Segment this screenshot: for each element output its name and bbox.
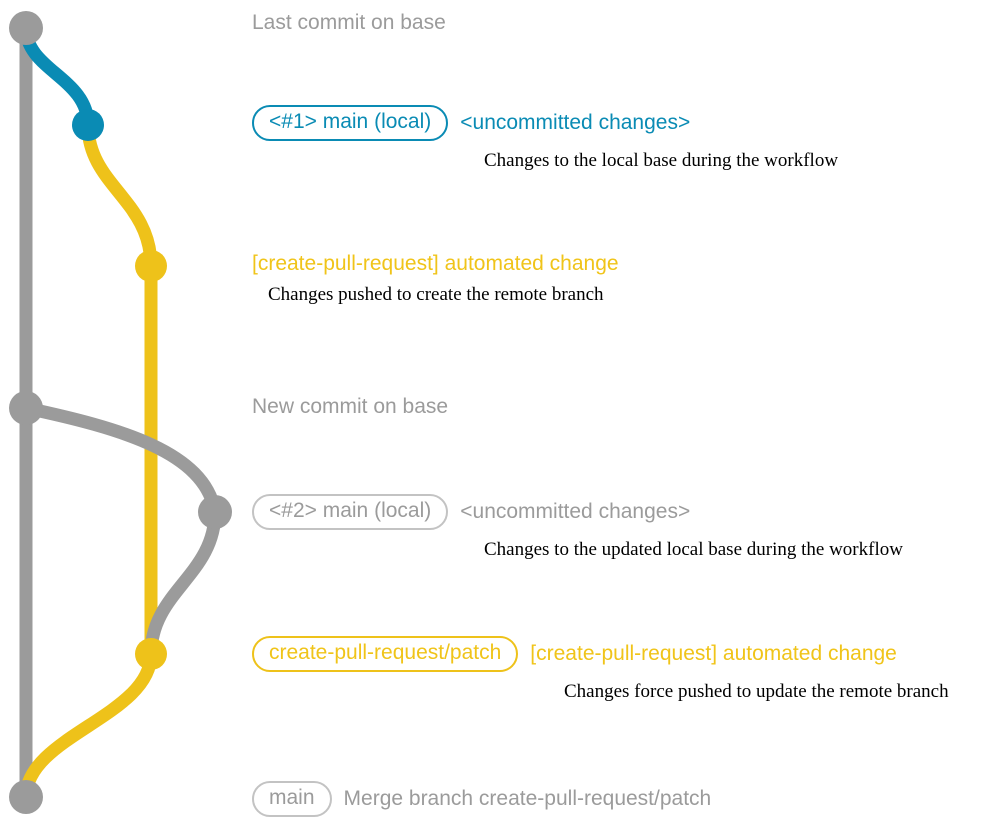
edge-basenew-to-local2 xyxy=(19,401,222,519)
commit-nodes xyxy=(9,11,232,814)
commit-title: [create-pull-request] automated change xyxy=(252,252,619,275)
commit-row: New commit on base xyxy=(252,395,981,418)
commit-description: Changes to the updated local base during… xyxy=(484,539,903,561)
commit-description: Changes force pushed to update the remot… xyxy=(564,681,949,703)
commit-row-line: <#2> main (local) <uncommitted changes> xyxy=(252,494,981,531)
edge-local2-to-remote2 xyxy=(144,505,222,661)
edge-remote2-to-merge xyxy=(19,647,158,804)
commit-description: Changes pushed to create the remote bran… xyxy=(268,284,604,306)
commit-title: Last commit on base xyxy=(252,11,446,34)
commit-subject: [create-pull-request] automated change xyxy=(530,642,897,665)
node-local-2 xyxy=(198,495,232,529)
commit-row-line: New commit on base xyxy=(252,395,981,418)
commit-row-line: main Merge branch create-pull-request/pat… xyxy=(252,781,981,818)
commit-row-line: create-pull-request/patch [create-pull-re… xyxy=(252,636,981,673)
commit-row: Last commit on base xyxy=(252,11,981,34)
node-base-new xyxy=(9,391,43,425)
branch-ref-badge[interactable]: create-pull-request/patch xyxy=(252,636,519,673)
node-local-1 xyxy=(72,109,104,141)
node-remote-2 xyxy=(135,638,167,670)
commit-subject: Merge branch create-pull-request/patch xyxy=(343,787,712,810)
commit-row-line: Last commit on base xyxy=(252,11,981,34)
node-base-merge xyxy=(9,780,43,814)
commit-row: <#1> main (local) <uncommitted changes> Ch… xyxy=(252,105,981,172)
branch-ref-badge[interactable]: main xyxy=(252,781,332,818)
branch-ref-badge[interactable]: <#1> main (local) xyxy=(252,105,449,142)
commit-row: main Merge branch create-pull-request/pat… xyxy=(252,781,981,818)
commit-subject: <uncommitted changes> xyxy=(460,111,691,134)
commit-subject: <uncommitted changes> xyxy=(460,500,691,523)
branch-ref-badge[interactable]: <#2> main (local) xyxy=(252,494,449,531)
commit-row: <#2> main (local) <uncommitted changes> Ch… xyxy=(252,494,981,561)
commit-row: create-pull-request/patch [create-pull-re… xyxy=(252,636,981,703)
commit-row-line: [create-pull-request] automated change xyxy=(252,252,981,275)
commit-row-line: <#1> main (local) <uncommitted changes> xyxy=(252,105,981,142)
node-base-last xyxy=(9,11,43,45)
node-remote-1 xyxy=(135,250,167,282)
edge-local1-to-remote1 xyxy=(81,118,158,273)
commit-title: New commit on base xyxy=(252,395,449,418)
commit-description: Changes to the local base during the wor… xyxy=(484,150,839,172)
